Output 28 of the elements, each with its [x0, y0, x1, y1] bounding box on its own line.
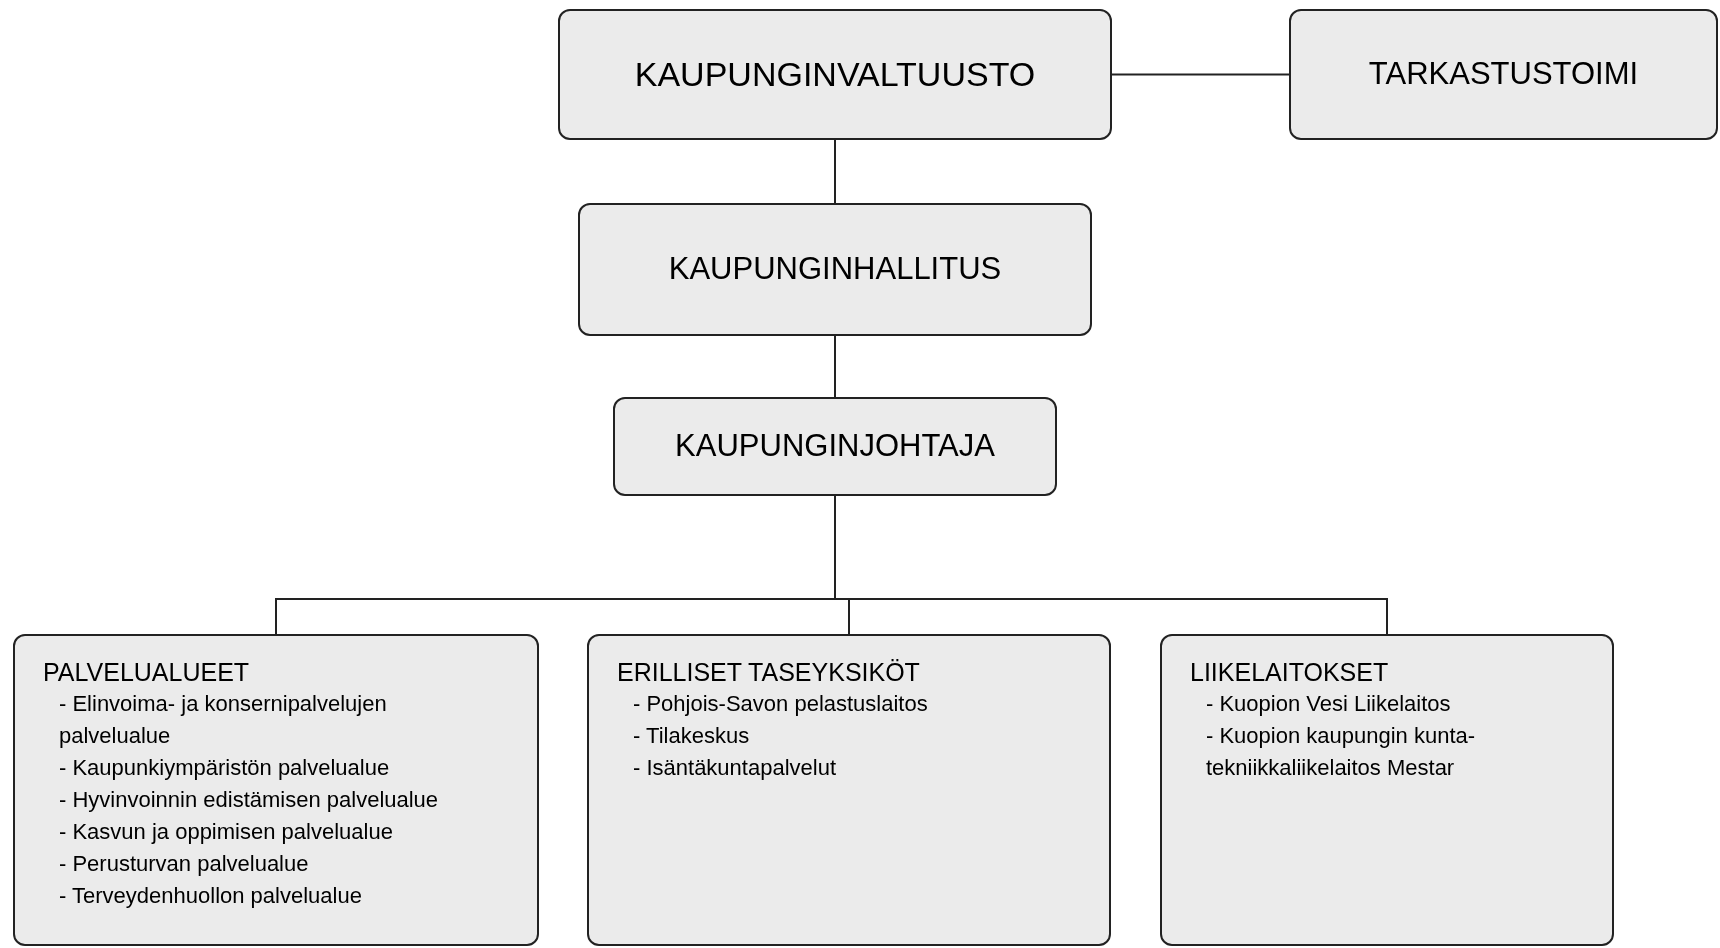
connector-line	[834, 335, 836, 398]
list-item: - Hyvinvoinnin edistämisen palvelualue	[58, 786, 440, 814]
box-title: TARKASTUSTOIMI	[1368, 55, 1639, 94]
group-heading: ERILLISET TASEYKSIKÖT	[617, 657, 920, 688]
org-box	[613, 397, 1057, 496]
box-title: KAUPUNGINJOHTAJA	[675, 427, 995, 466]
group-heading: PALVELUALUEET	[43, 657, 250, 688]
list-item: - Kuopion kaupungin kunta- tekniikkaliikelaitos Mestar	[1205, 722, 1477, 782]
org-box	[1160, 634, 1614, 946]
list-item: - Pohjois-Savon pelastuslaitos	[632, 690, 929, 718]
list-item: - Kasvun ja oppimisen palvelualue	[58, 818, 394, 846]
org-box	[13, 634, 539, 946]
connector-line	[834, 139, 836, 204]
connector-line	[1111, 73, 1290, 76]
list-item: - Kaupunkiympäristön palvelualue	[58, 754, 391, 782]
list-item: - Kuopion Vesi Liikelaitos	[1205, 690, 1452, 718]
box-title: KAUPUNGINVALTUUSTO	[634, 54, 1036, 96]
org-box	[1289, 9, 1718, 140]
group-heading: LIIKELAITOKSET	[1190, 657, 1389, 688]
list-item: - Perusturvan palvelualue	[58, 850, 310, 878]
list-item: - Elinvoima- ja konsernipalvelujen palvelualue	[58, 690, 388, 750]
list-item: - Isäntäkuntapalvelut	[632, 754, 838, 782]
list-item: - Terveydenhuollon palvelualue	[58, 882, 363, 910]
org-box	[558, 9, 1112, 140]
org-box	[578, 203, 1092, 336]
box-title: KAUPUNGINHALLITUS	[668, 250, 1002, 289]
list-item: - Tilakeskus	[632, 722, 751, 750]
org-box	[587, 634, 1111, 946]
